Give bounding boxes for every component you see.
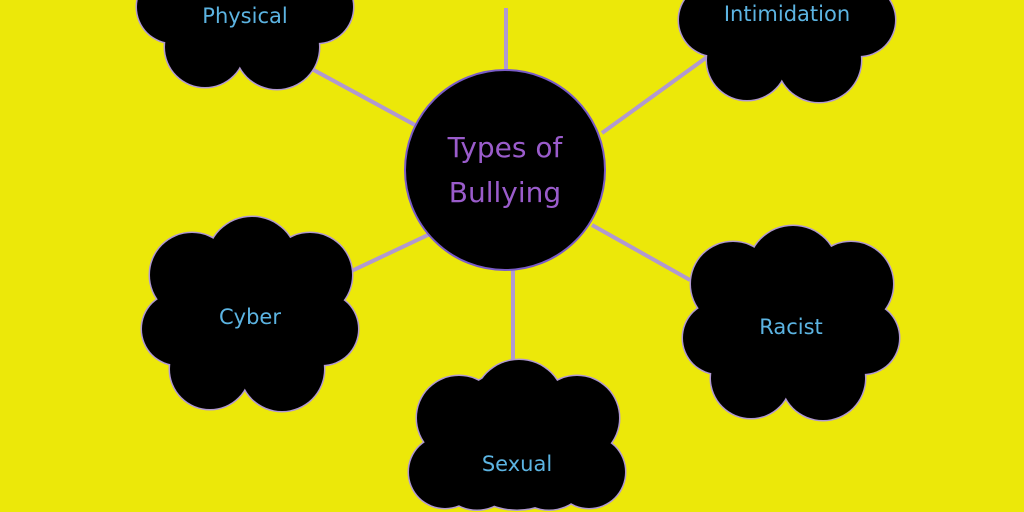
- node-label-intimidation: Intimidation: [723, 2, 851, 26]
- center-title: Types of Bullying: [415, 125, 595, 215]
- connector-cyber: [342, 232, 431, 277]
- cloud-node-intimidation: [677, 0, 897, 104]
- center-title-line2: Bullying: [448, 176, 562, 209]
- cloud-node-racist: [681, 224, 901, 422]
- connector-racist: [591, 223, 691, 282]
- center-node: [404, 69, 606, 271]
- connector-intimidation: [600, 50, 716, 135]
- node-label-cyber: Cyber: [219, 305, 281, 329]
- node-label-physical: Physical: [202, 4, 288, 28]
- node-label-racist: Racist: [759, 315, 823, 339]
- cloud-node-physical: [135, 0, 355, 91]
- node-label-sexual: Sexual: [481, 452, 553, 476]
- cloud-node-sexual: [407, 358, 627, 511]
- cloud-node-cyber: [140, 215, 360, 413]
- center-title-line1: Types of: [447, 131, 563, 164]
- connector-physical: [309, 66, 416, 127]
